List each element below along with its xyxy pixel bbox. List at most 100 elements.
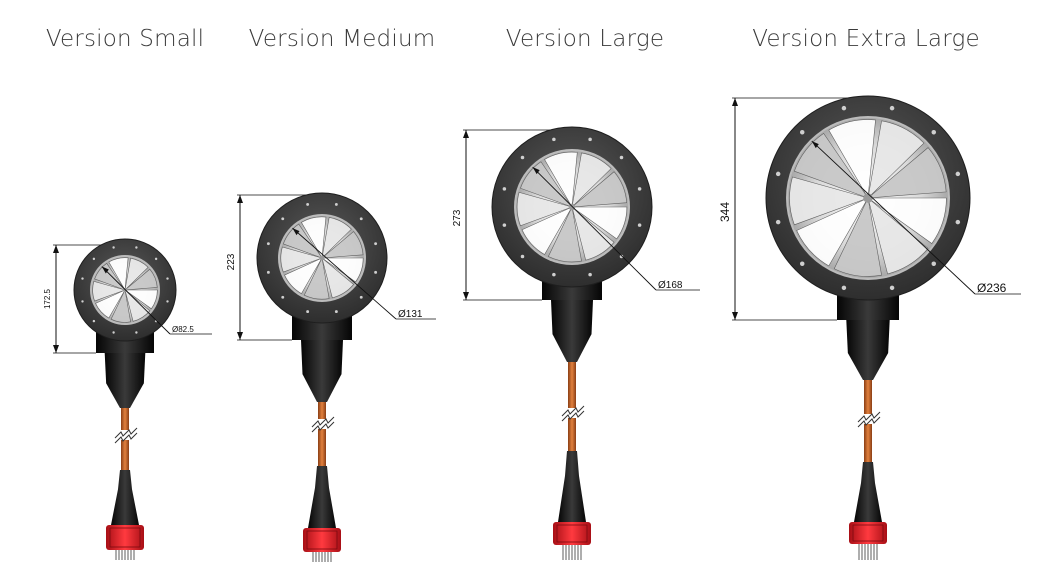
fan-blade	[124, 289, 158, 310]
screw	[955, 219, 961, 225]
fan-blade	[520, 161, 573, 208]
cable-gland	[551, 300, 593, 362]
screw	[334, 202, 338, 206]
fan-blade	[867, 197, 947, 244]
diameter-leader-line	[532, 166, 657, 291]
fan-blade	[95, 289, 126, 319]
fan-blade	[571, 206, 615, 261]
diameter-dimension: Ø131	[292, 227, 436, 320]
title-extra-large: Version Extra Large	[752, 26, 980, 52]
fan-blade	[282, 223, 323, 259]
screw	[374, 242, 378, 246]
screw	[374, 270, 378, 274]
screw	[775, 171, 781, 177]
diameter-arrow	[811, 141, 819, 149]
screw	[154, 257, 158, 261]
arrow-bottom	[463, 292, 469, 300]
fan-hub	[863, 193, 873, 203]
arrow-top	[237, 195, 243, 203]
fan-blade	[124, 289, 151, 322]
screw	[112, 331, 115, 334]
fan-blade	[124, 257, 149, 291]
screw	[266, 270, 270, 274]
diameter-dimension: Ø236	[811, 140, 1021, 295]
screw	[799, 129, 805, 135]
screw	[775, 219, 781, 225]
connector-body	[308, 466, 336, 528]
screw	[166, 277, 169, 280]
diameter-label: Ø168	[658, 280, 683, 291]
arrow-bottom	[237, 332, 243, 340]
fan-blade	[828, 119, 876, 199]
connector-icon	[553, 522, 591, 545]
screw	[588, 272, 592, 277]
connector-pins	[115, 550, 135, 560]
fan-blade	[793, 132, 869, 199]
connector-pins	[562, 545, 582, 560]
height-label: 344	[718, 202, 732, 222]
screw	[502, 187, 507, 191]
screw	[92, 257, 96, 261]
screw	[637, 187, 642, 191]
fan-blade	[571, 206, 628, 240]
fan-blade	[833, 197, 882, 277]
connector-body	[558, 451, 586, 522]
diameter-leader-line	[101, 266, 171, 335]
diameter-arrow	[292, 228, 300, 236]
arrow-top	[732, 98, 738, 106]
diameter-arrow	[532, 167, 540, 175]
screw	[637, 223, 642, 227]
screw	[841, 105, 847, 111]
screw	[520, 155, 525, 160]
screw	[359, 217, 363, 221]
fan-assembly-medium: 223 Ø131	[226, 192, 436, 562]
screw	[931, 129, 937, 135]
screw	[81, 300, 84, 303]
cable-gland	[846, 320, 890, 380]
fan-blade	[301, 216, 327, 259]
fan-blade	[321, 257, 364, 283]
screw	[81, 277, 84, 280]
screw	[266, 242, 270, 246]
fan-blade	[571, 171, 628, 208]
fan-hub	[319, 255, 325, 261]
screw	[588, 137, 592, 142]
title-small: Version Small	[45, 26, 205, 52]
screw	[334, 310, 338, 314]
title-large: Version Large	[505, 26, 665, 52]
cable-break-icon	[857, 411, 881, 428]
fan-blade	[789, 176, 869, 226]
diameter-dimension: Ø168	[532, 166, 700, 291]
diameter-arrow	[101, 266, 109, 274]
cable-break-icon	[114, 427, 138, 444]
diameter-label: Ø236	[977, 281, 1007, 295]
fan-hub	[568, 203, 576, 211]
fan-icon	[256, 192, 388, 324]
fan-blade	[124, 268, 158, 291]
fan-blade	[94, 262, 126, 291]
fan-blade	[867, 147, 947, 199]
fan-blade	[321, 257, 354, 299]
connector-icon	[849, 522, 887, 544]
fan-blade	[796, 197, 869, 267]
arrow-bottom	[53, 345, 59, 353]
arrow-top	[53, 245, 59, 253]
screw	[931, 261, 937, 267]
diameter-dimension: Ø82.5	[101, 266, 212, 335]
height-dimension: 344	[718, 97, 868, 321]
screw	[135, 246, 138, 249]
height-label: 223	[226, 253, 237, 270]
fan-blade	[547, 206, 582, 263]
screw	[281, 217, 285, 221]
title-medium: Version Medium	[248, 26, 436, 52]
screw	[619, 254, 624, 259]
fan-blade	[321, 217, 352, 259]
screw	[619, 155, 624, 160]
screw	[359, 295, 363, 299]
screw	[112, 246, 115, 249]
fan-blade	[544, 151, 578, 208]
